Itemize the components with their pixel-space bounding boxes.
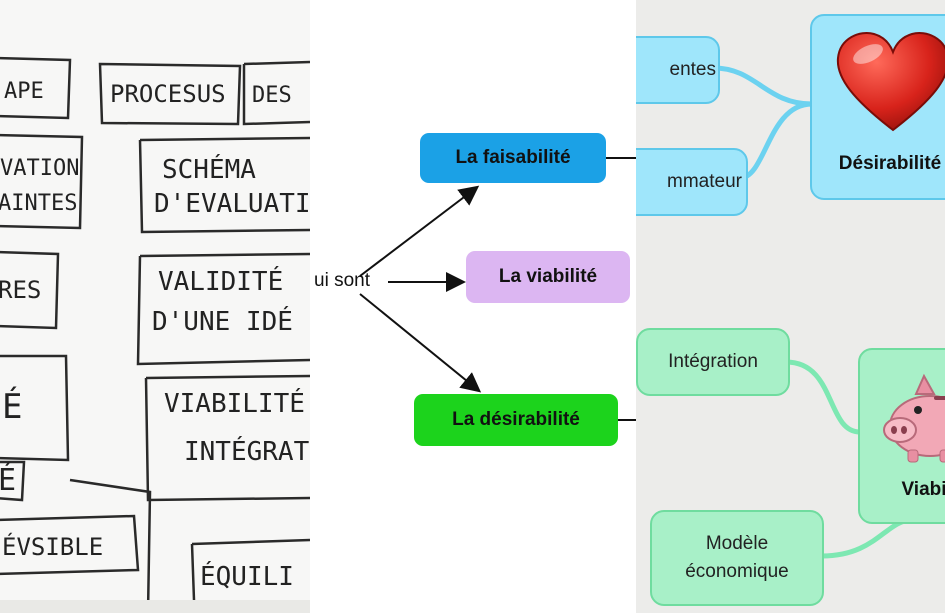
viability-child-label: Intégration bbox=[668, 350, 758, 372]
concept-diagram: ui sont La faisabilité La viabilité La d… bbox=[310, 0, 636, 613]
viability-child-label: Modèle économique bbox=[685, 532, 789, 583]
desirability-child-label: mmateur bbox=[667, 170, 742, 192]
viability-title: Viabi bbox=[901, 478, 945, 500]
card-text: VATION bbox=[0, 156, 79, 181]
desirability-child-label: entes bbox=[669, 58, 716, 80]
card-text: VALIDITÉ bbox=[158, 265, 283, 297]
card-text: INTÉGRAT bbox=[184, 435, 310, 467]
card-text: ÉQUILI bbox=[200, 560, 294, 592]
mindmap-panel: entes mmateur Désirabilité Intégration M… bbox=[636, 0, 945, 613]
viability-child-node: Intégration bbox=[636, 328, 790, 396]
desirability-child-node: entes bbox=[636, 36, 720, 104]
card-text: APE bbox=[4, 79, 44, 104]
card-text: AINTES bbox=[0, 191, 77, 216]
piggy-bank-icon bbox=[883, 373, 945, 463]
desirability-child-node: mmateur bbox=[636, 148, 748, 216]
desirability-node: Désirabilité bbox=[810, 14, 945, 200]
card-text: SCHÉMA bbox=[162, 153, 256, 185]
desirability-title: Désirabilité bbox=[838, 152, 942, 174]
arrow-to-desirabilite bbox=[359, 293, 482, 393]
node-viabilite: La viabilité bbox=[466, 251, 630, 303]
card-text: PROCESUS bbox=[110, 80, 226, 108]
card-text: D'UNE IDÉ bbox=[152, 305, 293, 337]
card-text: DES bbox=[252, 83, 292, 108]
arrow-to-faisabilite bbox=[359, 185, 480, 277]
card-text: ÉVSIBLE bbox=[2, 532, 103, 561]
whiteboard-photo: APE PROCESUS DES VATION AINTES SCHÉMA D'… bbox=[0, 0, 310, 613]
card-text: D'EVALUATIO bbox=[154, 189, 310, 219]
source-label: ui sont bbox=[314, 270, 370, 291]
card-text: RES bbox=[0, 276, 41, 304]
card-text: VIABILITÉ bbox=[164, 387, 305, 419]
node-desirabilite: La désirabilité bbox=[414, 394, 618, 446]
viability-child-node: Modèle économique bbox=[650, 510, 824, 606]
viability-node: Viabi bbox=[858, 348, 945, 524]
node-faisabilite: La faisabilité bbox=[420, 133, 606, 183]
heart-icon bbox=[836, 32, 945, 132]
card-text: É bbox=[0, 462, 16, 498]
card-text: É bbox=[2, 386, 22, 427]
